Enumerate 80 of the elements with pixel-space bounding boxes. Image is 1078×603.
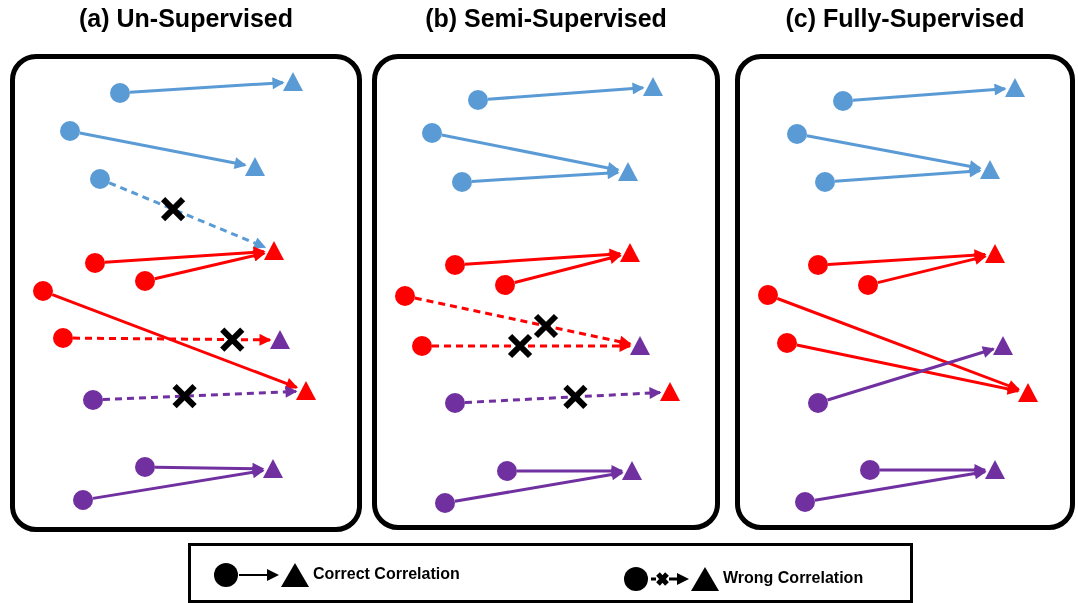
circle-node [421, 122, 443, 144]
circle-node [496, 460, 518, 482]
arrow [776, 297, 1021, 392]
circle-node [411, 335, 433, 357]
circle-node [109, 82, 131, 104]
circle-node [832, 90, 854, 112]
triangle-node [621, 460, 643, 482]
circle-node [467, 89, 489, 111]
circle-node [52, 327, 74, 349]
circle-node [89, 168, 111, 190]
triangle-node [295, 380, 317, 402]
circle-node [82, 389, 104, 411]
triangle-node [1017, 382, 1039, 404]
circle-node [434, 492, 456, 514]
circle-node [72, 489, 94, 511]
circle-node [444, 254, 466, 276]
arrow [154, 249, 266, 281]
arrow [471, 167, 620, 183]
triangle-node [629, 335, 651, 357]
circle-node [859, 459, 881, 481]
circle-node [786, 123, 808, 145]
triangle-node [979, 159, 1001, 181]
dashed-arrow [464, 387, 662, 404]
triangle-node [269, 329, 291, 351]
triangle-node [262, 458, 284, 480]
circle-node [794, 491, 816, 513]
panel-title: (c) Fully-Supervised [784, 4, 1026, 33]
circle-node [451, 171, 473, 193]
triangle-node [619, 242, 641, 264]
triangle-node [984, 459, 1006, 481]
arrow [827, 249, 987, 266]
arrow [814, 467, 987, 502]
arrow [51, 293, 299, 390]
triangle-node [984, 243, 1006, 265]
triangle-node [1004, 77, 1026, 99]
circle-node [807, 254, 829, 276]
arrow [487, 82, 645, 101]
circle-node [807, 392, 829, 414]
arrow [129, 77, 285, 94]
dashed-arrow [108, 181, 267, 249]
arrow [852, 83, 1007, 102]
dashed-arrow [102, 385, 298, 402]
arrow [796, 343, 1020, 395]
triangle-node [263, 240, 285, 262]
arrow [827, 346, 995, 402]
legend-text: Correct Correlation [313, 565, 460, 583]
circle-node [814, 171, 836, 193]
circle-node [134, 270, 156, 292]
circle-node [134, 456, 156, 478]
triangle-node [642, 76, 664, 98]
panel-title: (a) Un-Supervised [78, 4, 294, 33]
triangle-node [992, 335, 1014, 357]
dashed-arrow [414, 296, 632, 348]
circle-node [494, 274, 516, 296]
arrow [79, 131, 247, 169]
circle-node [444, 392, 466, 414]
arrow [464, 248, 622, 266]
dashed-arrow [432, 340, 632, 352]
circle-node [32, 280, 54, 302]
circle-node [84, 252, 106, 274]
arrow [104, 246, 266, 264]
circle-node [757, 284, 779, 306]
arrow [454, 468, 624, 503]
arrow [514, 252, 622, 284]
triangle-node [244, 156, 266, 178]
triangle-node [617, 161, 639, 183]
triangle-node [282, 71, 304, 93]
dashed-arrow [73, 333, 272, 346]
arrow [877, 253, 987, 285]
circle-node [394, 285, 416, 307]
triangle-node [659, 381, 681, 403]
arrow [92, 466, 265, 500]
arrow [834, 165, 982, 183]
circle-node [776, 332, 798, 354]
circle-node [59, 120, 81, 142]
arrow [154, 462, 265, 475]
legend-text: Wrong Correlation [723, 569, 864, 587]
panel-title: (b) Semi-Supervised [424, 4, 668, 33]
arrow [441, 133, 620, 174]
circle-node [857, 274, 879, 296]
